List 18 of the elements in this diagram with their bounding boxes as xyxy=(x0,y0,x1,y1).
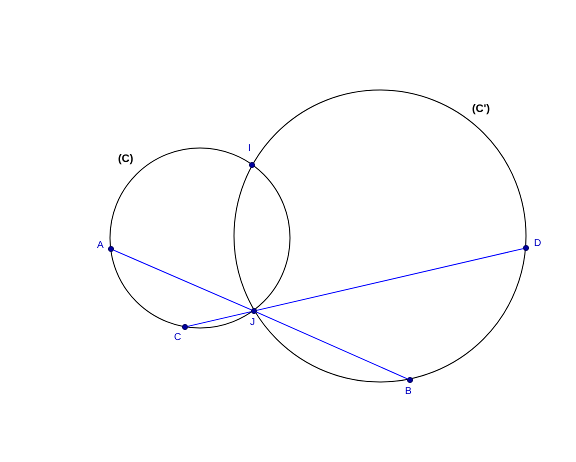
point-label: B xyxy=(405,387,412,397)
point-label: C xyxy=(174,333,182,343)
point-label: J xyxy=(250,318,255,328)
point-dot xyxy=(182,324,188,330)
circle-label: (C) xyxy=(118,154,134,165)
point-label: A xyxy=(97,241,104,251)
point-dot xyxy=(249,162,255,168)
circle-label: (C') xyxy=(472,104,490,115)
point-dot xyxy=(251,308,257,314)
line-segment xyxy=(113,250,252,310)
point-dot xyxy=(523,245,529,251)
point-label: I xyxy=(248,144,251,154)
line-segment xyxy=(187,311,252,327)
line-segment xyxy=(256,248,524,311)
point-dot xyxy=(108,246,114,252)
point-label: D xyxy=(534,239,542,249)
line-segment xyxy=(256,312,408,380)
point-dot xyxy=(407,377,413,383)
